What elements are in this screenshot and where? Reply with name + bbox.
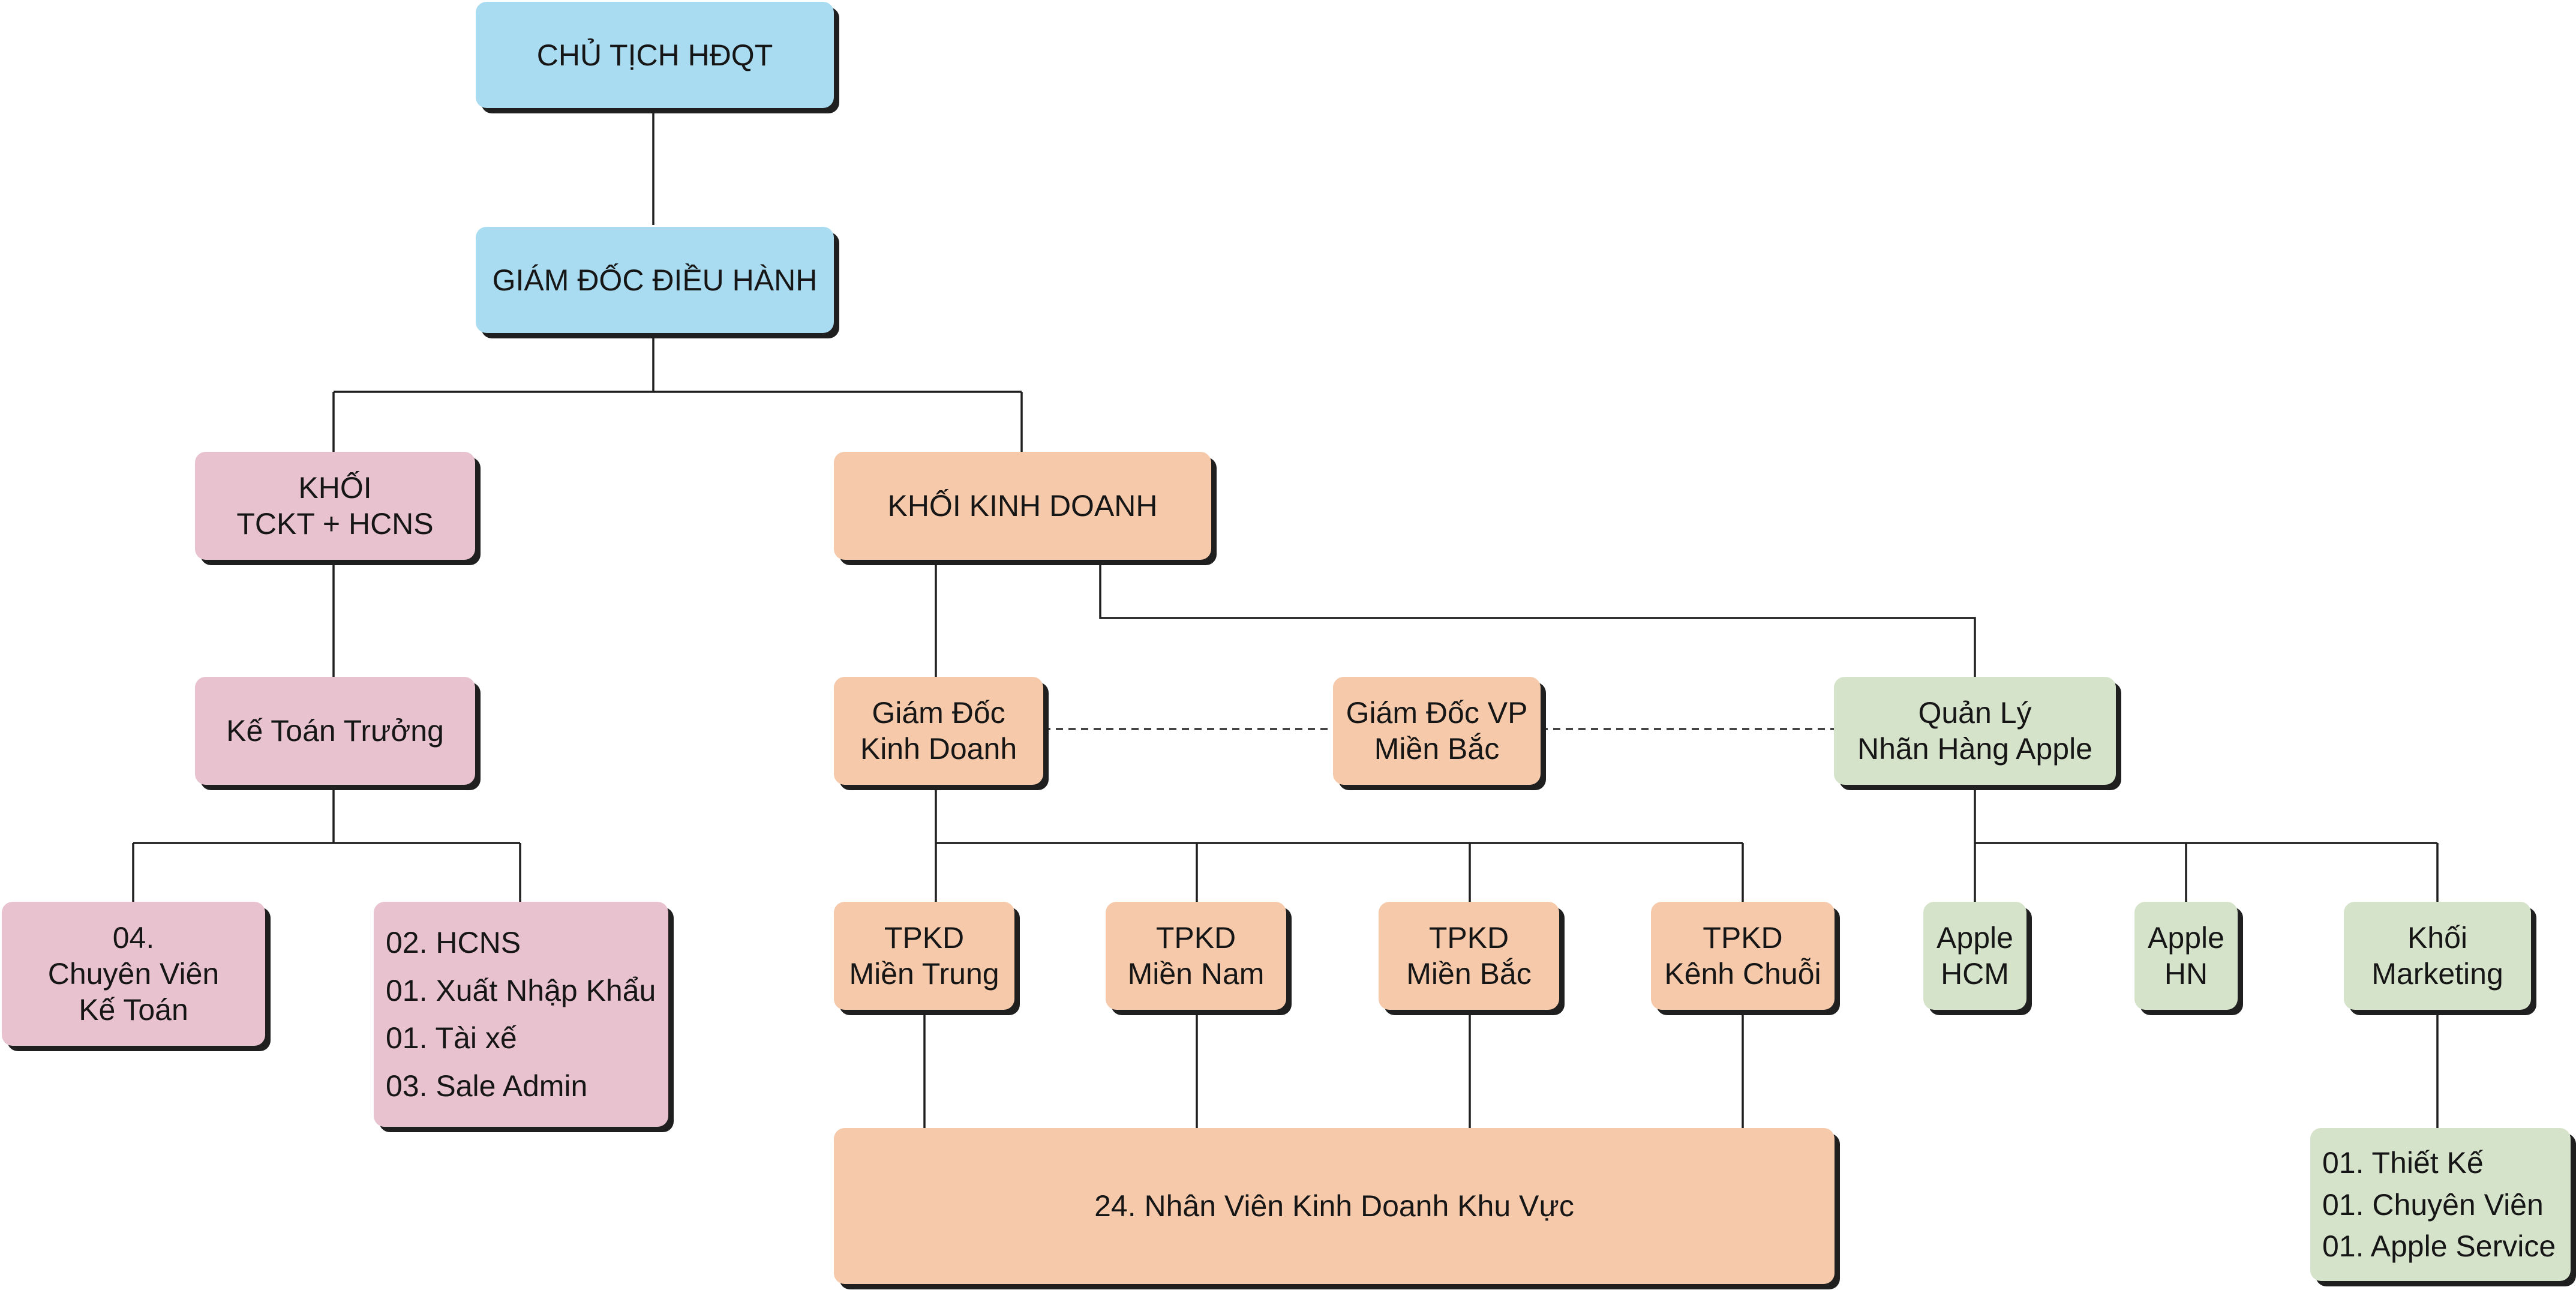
tpkd-central-box: TPKD Miền Trung <box>834 902 1014 1010</box>
marketing-block-box: Khối Marketing <box>2344 902 2531 1010</box>
admin-staff-item: 02. HCNS <box>386 926 521 960</box>
marketing-staff-item: 01. Chuyên Viên <box>2322 1187 2544 1222</box>
accounting-staff-box: 04. Chuyên Viên Kế Toán <box>2 902 265 1046</box>
apple-hn-line-1: Apple <box>2148 921 2224 955</box>
apple-hcm-line-2: HCM <box>1941 957 2009 991</box>
apple-hn-line-2: HN <box>2164 957 2208 991</box>
marketing-block-line-1: Khối <box>2407 921 2468 955</box>
business-block-title: KHỐI KINH DOANH <box>887 489 1158 523</box>
marketing-staff-box: 01. Thiết Kế 01. Chuyên Viên 01. Apple S… <box>2310 1128 2571 1281</box>
marketing-block-line-2: Marketing <box>2371 957 2503 991</box>
accounting-staff-line-3: Kế Toán <box>79 993 188 1027</box>
admin-block-line-1: KHỐI <box>298 471 372 505</box>
tpkd-south-box: TPKD Miền Nam <box>1106 902 1286 1010</box>
admin-block-box: KHỐI TCKT + HCNS <box>195 452 475 560</box>
north-office-director-line-2: Miền Bắc <box>1374 732 1500 766</box>
marketing-staff-item: 01. Apple Service <box>2322 1229 2556 1263</box>
apple-brand-manager-line-1: Quản Lý <box>1918 696 2032 730</box>
tpkd-chain-line-2: Kênh Chuỗi <box>1664 957 1821 991</box>
chairman-box: CHỦ TỊCH HĐQT <box>476 2 834 108</box>
apple-brand-manager-box: Quản Lý Nhãn Hàng Apple <box>1834 677 2116 785</box>
connector-business-apple-manager <box>1099 560 1976 677</box>
tpkd-central-line-1: TPKD <box>884 921 965 955</box>
admin-staff-item: 01. Xuất Nhập Khẩu <box>386 973 656 1007</box>
ceo-title: GIÁM ĐỐC ĐIỀU HÀNH <box>492 263 818 297</box>
tpkd-chain-box: TPKD Kênh Chuỗi <box>1651 902 1835 1010</box>
admin-staff-item: 01. Tài xế <box>386 1021 517 1055</box>
tpkd-north-line-1: TPKD <box>1428 921 1509 955</box>
sales-director-box: Giám Đốc Kinh Doanh <box>834 677 1043 785</box>
chief-accountant-box: Kế Toán Trưởng <box>195 677 475 785</box>
sales-director-line-1: Giám Đốc <box>872 696 1005 730</box>
tpkd-south-line-2: Miền Nam <box>1127 957 1265 991</box>
north-office-director-box: Giám Đốc VP Miền Bắc <box>1333 677 1541 785</box>
regional-sales-staff-title: 24. Nhân Viên Kinh Doanh Khu Vực <box>1094 1189 1574 1223</box>
ceo-box: GIÁM ĐỐC ĐIỀU HÀNH <box>476 227 834 333</box>
apple-hcm-line-1: Apple <box>1936 921 2013 955</box>
apple-hn-box: Apple HN <box>2134 902 2238 1010</box>
tpkd-central-line-2: Miền Trung <box>849 957 999 991</box>
chief-accountant-title: Kế Toán Trưởng <box>226 714 444 748</box>
tpkd-chain-line-1: TPKD <box>1703 921 1783 955</box>
tpkd-north-line-2: Miền Bắc <box>1406 957 1532 991</box>
apple-hcm-box: Apple HCM <box>1923 902 2026 1010</box>
marketing-staff-item: 01. Thiết Kế <box>2322 1146 2484 1180</box>
regional-sales-staff-box: 24. Nhân Viên Kinh Doanh Khu Vực <box>834 1128 1835 1284</box>
tpkd-north-box: TPKD Miền Bắc <box>1379 902 1559 1010</box>
accounting-staff-line-2: Chuyên Viên <box>47 957 220 991</box>
business-block-box: KHỐI KINH DOANH <box>834 452 1211 560</box>
tpkd-south-line-1: TPKD <box>1155 921 1236 955</box>
chairman-title: CHỦ TỊCH HĐQT <box>536 38 773 72</box>
north-office-director-line-1: Giám Đốc VP <box>1346 696 1528 730</box>
admin-staff-box: 02. HCNS 01. Xuất Nhập Khẩu 01. Tài xế 0… <box>374 902 668 1127</box>
admin-staff-item: 03. Sale Admin <box>386 1069 588 1103</box>
admin-block-line-2: TCKT + HCNS <box>236 507 434 541</box>
accounting-staff-line-1: 04. <box>112 921 155 955</box>
sales-director-line-2: Kinh Doanh <box>860 732 1017 766</box>
apple-brand-manager-line-2: Nhãn Hàng Apple <box>1857 732 2092 766</box>
